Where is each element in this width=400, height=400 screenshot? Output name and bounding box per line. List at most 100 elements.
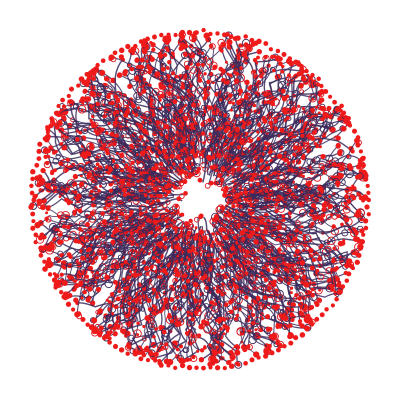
red-dot — [272, 68, 276, 73]
red-dot — [274, 209, 279, 214]
boundary-dot — [71, 307, 76, 312]
ring-loop — [125, 126, 134, 135]
red-dot — [141, 259, 146, 265]
tip-dot — [102, 254, 108, 260]
red-dot — [108, 169, 113, 173]
tip-dot — [243, 94, 249, 100]
red-dot — [174, 74, 179, 79]
tip-dot — [211, 349, 218, 356]
ring-loop — [312, 156, 321, 165]
boundary-dot — [304, 68, 309, 74]
boundary-dot — [31, 219, 36, 224]
tip-dot — [45, 161, 50, 166]
red-dot — [196, 349, 200, 353]
red-dot — [186, 88, 191, 94]
red-dot — [218, 226, 224, 233]
red-dot — [258, 215, 264, 221]
boundary-dot — [222, 365, 227, 371]
red-dot — [74, 283, 80, 289]
red-dot — [262, 118, 268, 124]
tip-dot — [190, 54, 195, 59]
red-dot — [118, 290, 122, 294]
tip-dot — [95, 130, 100, 136]
red-dot — [282, 315, 289, 322]
red-dot — [247, 233, 253, 239]
ring-loop — [165, 89, 174, 98]
red-dot — [128, 270, 133, 274]
ring-loop — [228, 217, 236, 225]
curl-strand — [77, 198, 183, 212]
red-dot — [283, 157, 289, 163]
ring-loop — [345, 153, 352, 160]
red-dot — [302, 308, 307, 312]
tip-dot — [87, 172, 93, 177]
boundary-dot — [332, 99, 337, 105]
red-dot — [61, 224, 67, 229]
red-dot — [204, 285, 209, 291]
red-dot — [277, 247, 282, 253]
red-dot — [241, 236, 246, 241]
red-dot — [310, 136, 315, 141]
red-dot — [154, 327, 158, 331]
tip-dot — [300, 133, 305, 138]
red-dot — [180, 227, 184, 231]
red-dot — [239, 139, 245, 145]
red-dot — [242, 121, 247, 125]
tip-dot — [337, 240, 344, 247]
boundary-dot — [173, 32, 178, 38]
ring-loop — [317, 273, 325, 281]
tip-dot — [134, 57, 140, 63]
red-dot — [119, 152, 125, 158]
boundary-dot — [60, 97, 65, 103]
red-dot — [184, 64, 190, 71]
red-dot — [72, 212, 77, 216]
ring-loop — [265, 253, 272, 260]
red-dot — [231, 101, 236, 106]
tip-dot — [278, 313, 283, 318]
red-dot — [164, 342, 169, 347]
ring-loop — [236, 327, 245, 336]
tip-dot — [269, 334, 274, 340]
tip-dot — [72, 173, 79, 180]
ring-loop — [279, 183, 287, 191]
red-dot — [201, 319, 207, 325]
tip-dot — [82, 88, 88, 94]
red-dot — [73, 238, 79, 244]
tip-dot — [48, 145, 54, 151]
red-dot — [141, 88, 147, 94]
tip-dot — [357, 174, 363, 180]
red-dot — [172, 162, 176, 166]
ring-loop — [269, 220, 277, 228]
red-dot — [243, 187, 247, 191]
ring-loop — [83, 277, 90, 283]
red-dot — [153, 221, 158, 225]
ring-loop — [230, 119, 237, 125]
red-dot — [209, 147, 214, 151]
tip-dot — [40, 167, 46, 174]
red-dot — [234, 193, 240, 199]
curl-strand — [166, 41, 192, 166]
red-dot — [155, 295, 159, 299]
red-dot — [224, 60, 228, 64]
curl-strand — [93, 72, 189, 152]
red-dot — [263, 229, 269, 235]
red-dot — [151, 304, 156, 308]
red-dot — [309, 265, 315, 271]
curl-strand — [46, 159, 184, 196]
red-dot — [180, 168, 184, 172]
red-dot — [148, 83, 152, 87]
boundary-dot — [145, 36, 150, 42]
boundary-dot — [33, 232, 39, 238]
ring-loop — [253, 256, 261, 264]
boundary-dot — [334, 296, 339, 302]
curl-strand — [234, 135, 304, 190]
red-dot — [223, 302, 229, 308]
red-dot — [292, 145, 298, 151]
red-dot — [290, 302, 296, 308]
boundary-dot — [30, 225, 36, 231]
red-dot — [234, 156, 240, 162]
tip-dot — [58, 232, 63, 237]
red-dot — [194, 226, 198, 230]
boundary-dot — [281, 52, 287, 57]
